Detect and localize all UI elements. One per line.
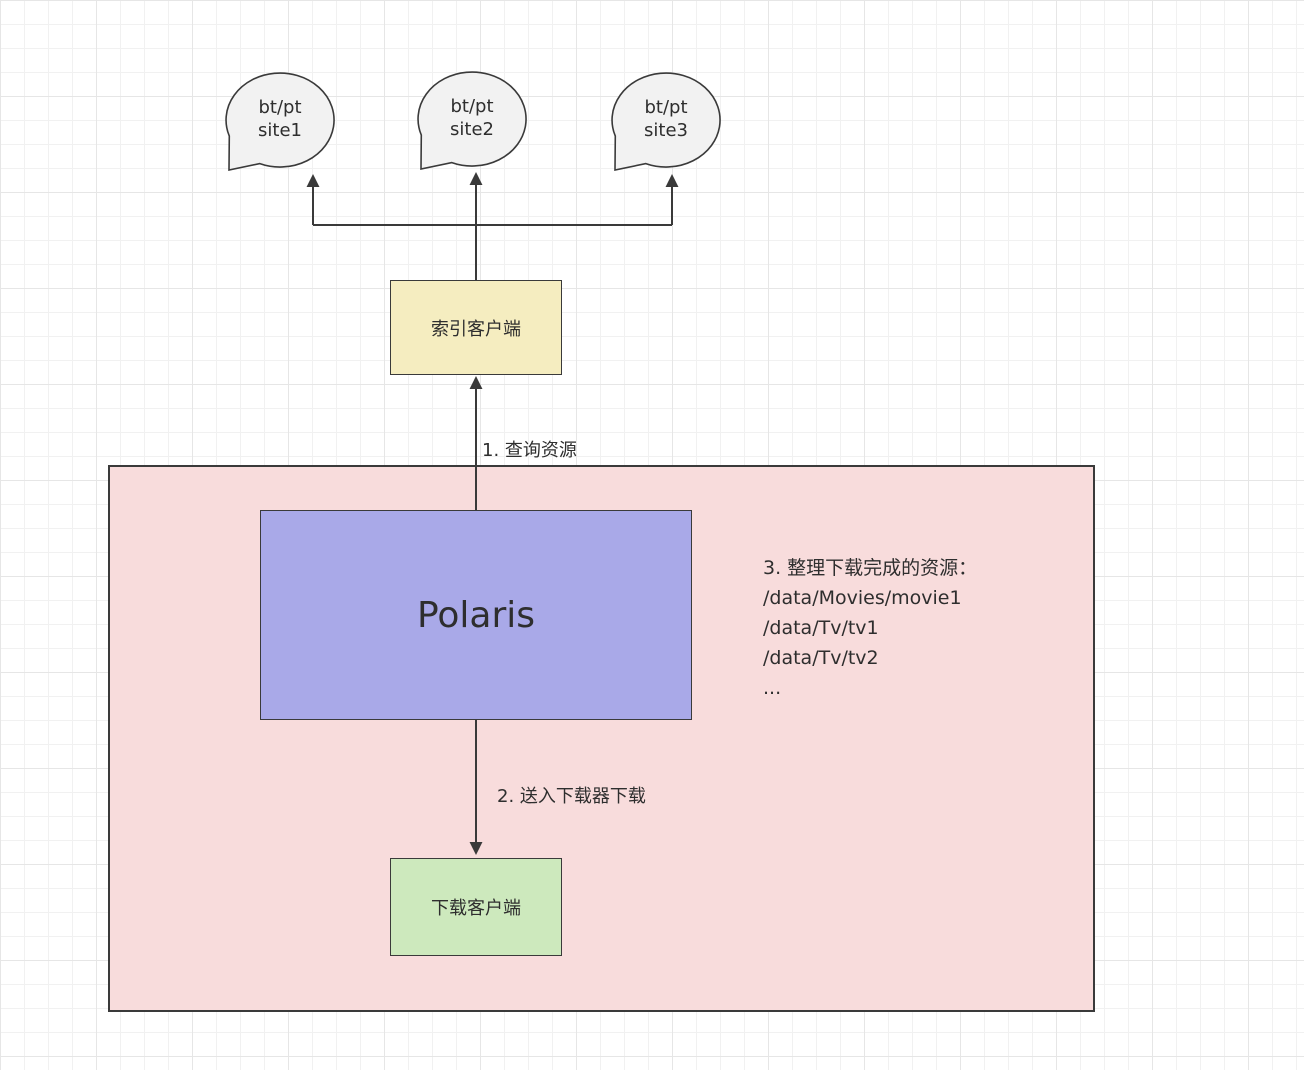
site3-label-line2: site3 xyxy=(644,120,688,141)
site3-label-line1: bt/pt xyxy=(644,97,688,118)
step3-ellipsis: ... xyxy=(763,677,782,699)
site2-label-line2: site2 xyxy=(450,119,494,140)
step3-path-line: /data/Tv/tv2 xyxy=(763,647,879,669)
polaris-node: Polaris xyxy=(260,510,692,720)
site2-label-line1: bt/pt xyxy=(450,96,494,117)
step2-annotation: 2. 送入下载器下载 xyxy=(497,786,646,807)
site3-label: bt/pt site3 xyxy=(606,96,726,142)
site2-label: bt/pt site2 xyxy=(412,95,532,141)
step3-annotation: 3. 整理下载完成的资源： /data/Movies/movie1 /data/… xyxy=(763,553,977,703)
download-client-node: 下载客户端 xyxy=(390,858,562,956)
index-client-label: 索引客户端 xyxy=(431,318,521,340)
step1-annotation: 1. 查询资源 xyxy=(482,440,577,461)
step3-title: 3. 整理下载完成的资源： xyxy=(763,557,978,579)
site1-label-line2: site1 xyxy=(258,120,302,141)
step3-path-line: /data/Movies/movie1 xyxy=(763,587,962,609)
speech-bubble-site2 xyxy=(417,71,527,170)
speech-bubble-site3 xyxy=(611,72,721,171)
speech-bubble-site1 xyxy=(225,72,335,171)
step3-path-line: /data/Tv/tv1 xyxy=(763,617,879,639)
site1-label: bt/pt site1 xyxy=(220,96,340,142)
site1-label-line1: bt/pt xyxy=(258,97,302,118)
polaris-label: Polaris xyxy=(416,594,536,636)
download-client-label: 下载客户端 xyxy=(431,898,521,919)
index-client-node: 索引客户端 xyxy=(390,280,562,375)
